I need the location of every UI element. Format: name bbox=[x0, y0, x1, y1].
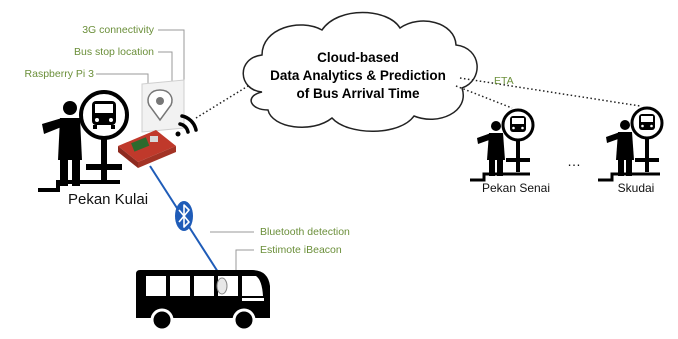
bus-wheel-rear bbox=[150, 308, 174, 332]
stop-name-skudai: Skudai bbox=[618, 181, 655, 195]
cloud-title-line1: Cloud-based bbox=[317, 50, 399, 65]
wifi-signal-icon bbox=[175, 114, 198, 137]
raspberry-pi-label: Raspberry Pi 3 bbox=[25, 68, 95, 80]
connectivity-label: 3G connectivity bbox=[82, 24, 155, 36]
cloud: Cloud-based Data Analytics & Prediction … bbox=[242, 11, 478, 132]
location-pin-icon bbox=[147, 89, 173, 122]
stop-name-kulai: Pekan Kulai bbox=[68, 191, 148, 208]
link-to-kulai bbox=[195, 85, 249, 119]
bus-front-icon bbox=[92, 101, 116, 129]
bus-stop-location-label: Bus stop location bbox=[74, 46, 154, 58]
bus-icon bbox=[136, 270, 270, 332]
bus-front-icon bbox=[639, 114, 655, 130]
raspberry-pi-icon bbox=[118, 130, 176, 168]
location-panel bbox=[141, 79, 185, 133]
bluetooth-icon bbox=[175, 201, 193, 231]
eta-label: ETA bbox=[494, 75, 514, 87]
cloud-title-line2: Data Analytics & Prediction bbox=[270, 68, 446, 83]
person-icon bbox=[606, 120, 634, 176]
bluetooth-detection-label: Bluetooth detection bbox=[260, 226, 350, 238]
stop-name-senai: Pekan Senai bbox=[482, 181, 550, 195]
bus-stop-kulai: Pekan Kulai bbox=[38, 90, 148, 208]
link-to-senai bbox=[455, 85, 513, 109]
ellipsis-more-stops: … bbox=[567, 153, 581, 169]
bus-stop-senai: Pekan Senai bbox=[470, 108, 550, 195]
ibeacon-label: Estimote iBeacon bbox=[260, 244, 342, 256]
person-icon bbox=[477, 121, 505, 176]
bus-stop-skudai: Skudai bbox=[598, 106, 664, 195]
person-icon bbox=[42, 101, 82, 186]
bus-wheel-front bbox=[232, 308, 256, 332]
cloud-shape bbox=[242, 11, 478, 132]
cloud-title-line3: of Bus Arrival Time bbox=[296, 86, 420, 101]
link-to-skudai bbox=[459, 77, 641, 107]
ibeacon-icon bbox=[216, 277, 228, 295]
platform-steps bbox=[38, 180, 120, 192]
bus-front-icon bbox=[510, 116, 526, 132]
